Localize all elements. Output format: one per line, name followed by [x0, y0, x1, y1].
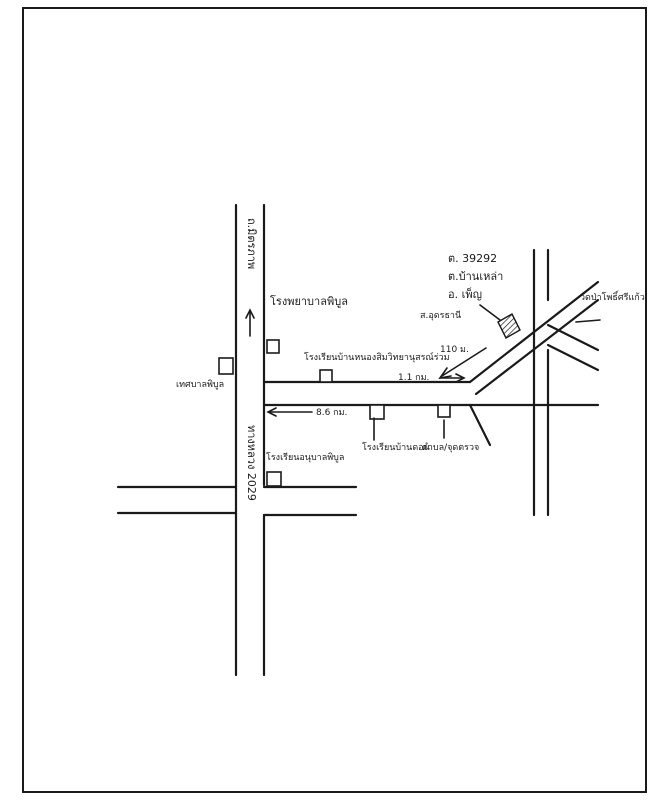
school-top-label: โรงเรียนบ้านหนองสิมวิทยานุสรณ์ร่วม	[304, 351, 450, 363]
road-diagonal-upper-edge	[468, 280, 600, 384]
temple-label: วัดป่าโพธิ์ศรีแก้ว	[580, 290, 645, 303]
distance-arrow-3-head	[438, 367, 452, 380]
site-parcel-marker	[497, 313, 521, 339]
distance-arrow-3	[441, 347, 487, 377]
checkpoint-marker	[437, 404, 451, 418]
office-label: เทศบาลพิบูล	[176, 379, 224, 390]
map-frame	[22, 7, 647, 793]
hospital-marker	[266, 339, 280, 354]
distance-arrow-1-head	[455, 373, 466, 383]
road-diagonal-lower-edge	[474, 298, 600, 396]
road-label-main-upper: ถ.มิตรภาพ	[245, 218, 258, 269]
school-bottom-marker	[266, 471, 282, 487]
site-address-line-2: ต.บ้านเหล่า	[448, 270, 503, 283]
site-city-label: ส.อุดรธานี	[420, 310, 461, 321]
pointer-temple	[575, 319, 601, 323]
hospital-label: โรงพยาบาลพิบูล	[270, 294, 348, 308]
checkpoint-label: ตำบล/จุดตรวจ	[422, 442, 479, 453]
school-mid-marker	[369, 404, 385, 420]
road-branch-right-lower	[546, 343, 600, 372]
road-label-main-lower: ทางหลวง 2029	[245, 425, 258, 501]
school-top-marker	[319, 369, 333, 383]
site-address-line-1: ต. 39292	[448, 252, 497, 265]
road-branch-lower	[468, 403, 492, 447]
distance-label-2: 8.6 กม.	[316, 408, 347, 418]
pointer-site	[479, 304, 501, 321]
school-mid-label: โรงเรียนบ้านดอน	[362, 442, 430, 453]
school-bottom-label: โรงเรียนอนุบาลพิบูล	[266, 452, 344, 463]
office-marker	[218, 357, 234, 375]
distance-label-1: 1.1 กม.	[398, 373, 429, 383]
distance-label-3: 110 ม.	[440, 345, 469, 355]
distance-arrow-2-head	[266, 407, 277, 417]
direction-arrow-head	[245, 308, 255, 319]
road-branch-right-upper	[546, 323, 600, 352]
site-address-line-3: อ. เพ็ญ	[448, 287, 482, 301]
